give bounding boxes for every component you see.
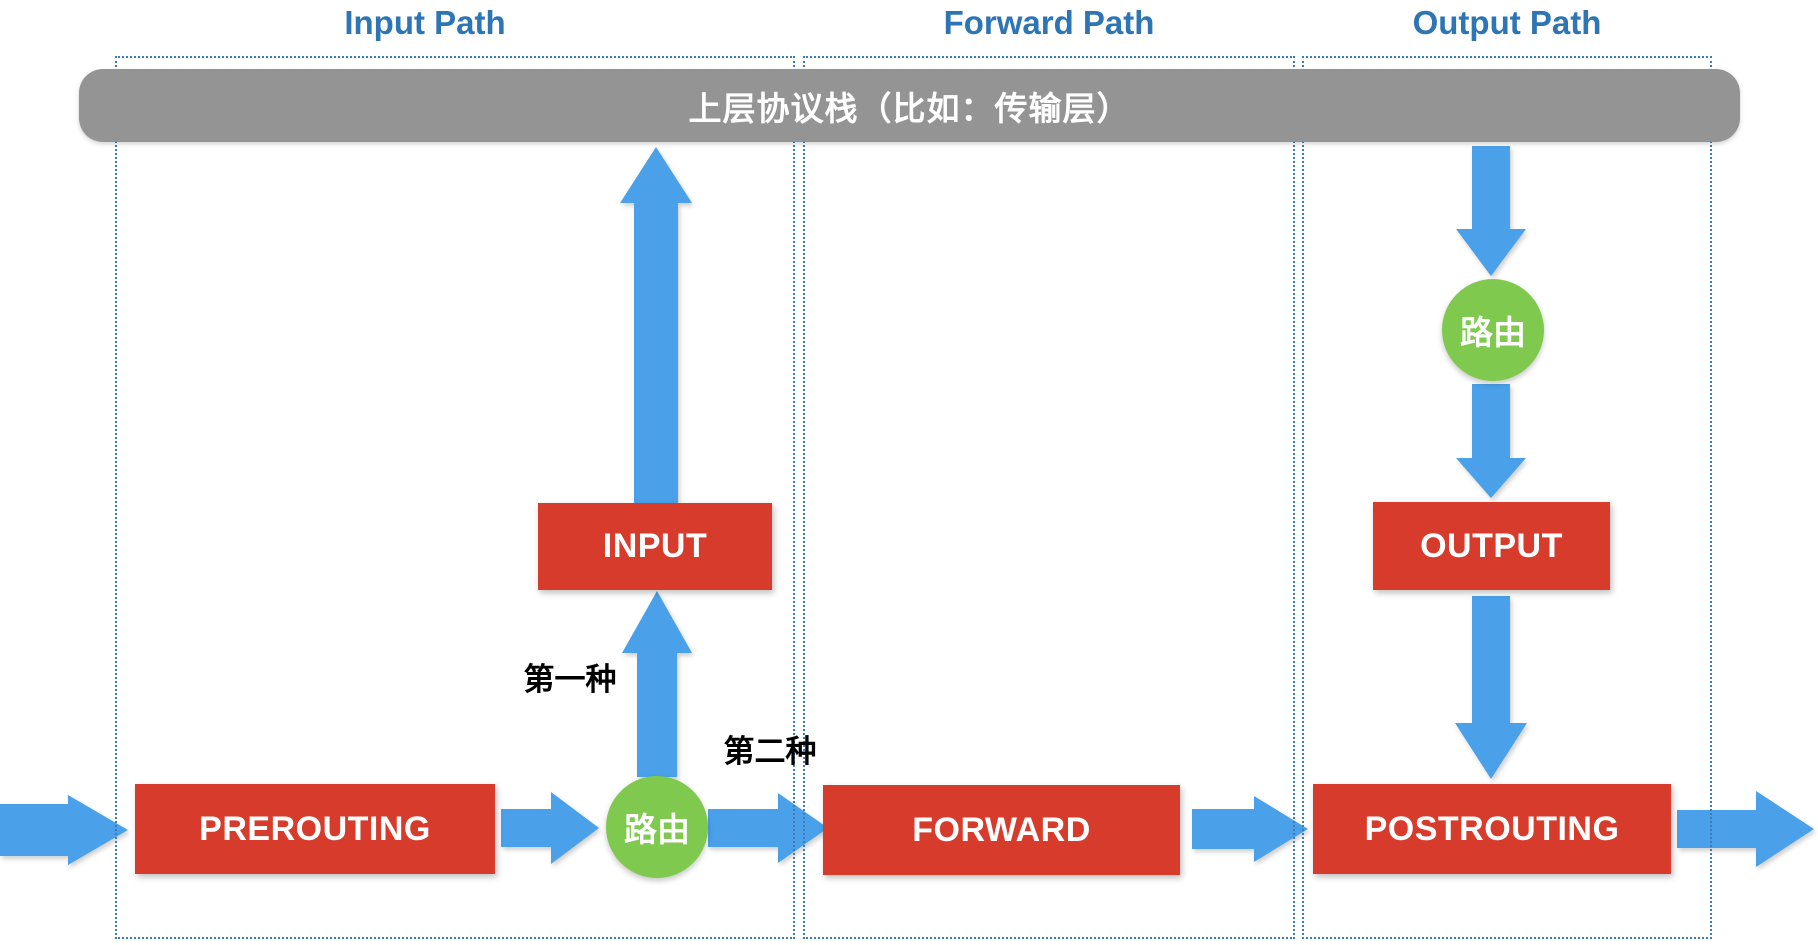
route-to-input-arrow <box>622 591 692 777</box>
input-to-stack-arrow <box>620 147 692 504</box>
forward-to-postrouting-arrow <box>1192 796 1308 862</box>
output-chain-box: OUTPUT <box>1373 502 1610 590</box>
forward-path-title: Forward Path <box>943 4 1155 41</box>
prerouting-to-route-arrow <box>501 792 599 864</box>
entry-arrow <box>0 795 128 865</box>
input-chain-box: INPUT <box>538 503 772 590</box>
output-path-title: Output Path <box>1412 4 1602 41</box>
input-path-title: Input Path <box>344 4 506 41</box>
annotation-second-case: 第二种 <box>723 734 817 769</box>
route-to-output-arrow <box>1456 384 1526 498</box>
route-to-forward-arrow <box>708 793 828 863</box>
forward-chain-box: FORWARD <box>823 785 1180 875</box>
stack-to-route-arrow <box>1456 146 1526 276</box>
postrouting-exit-arrow <box>1677 791 1814 867</box>
output-to-postrouting-arrow <box>1455 596 1527 779</box>
annotation-first-case: 第一种 <box>523 662 617 697</box>
prerouting-chain-box: PREROUTING <box>135 784 495 874</box>
upper-protocol-stack-bar: 上层协议栈（比如：传输层） <box>79 69 1740 142</box>
routing-decision-node-output: 路由 <box>1442 279 1544 381</box>
routing-decision-node-bottom: 路由 <box>606 776 708 878</box>
postrouting-chain-box: POSTROUTING <box>1313 784 1671 874</box>
